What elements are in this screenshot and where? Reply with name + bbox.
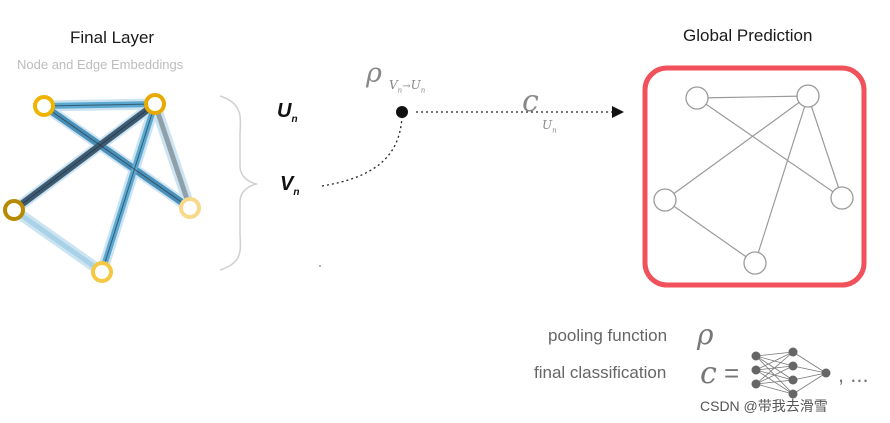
rho-subscript: Vn→Un — [389, 78, 425, 94]
graph-edge — [664, 95, 809, 201]
c-sub-un: n — [552, 126, 557, 135]
edge-line — [101, 103, 156, 273]
rho-sub-vn: n — [397, 86, 403, 95]
embedding-graph — [3, 93, 201, 283]
u-symbol: U — [277, 100, 292, 122]
graph-edge — [807, 95, 843, 199]
pooling-rho-symbol: ρ — [697, 318, 714, 351]
rho-symbol: ρ — [366, 58, 382, 89]
graph-edge — [696, 97, 843, 199]
edge-line — [13, 103, 156, 211]
edge-core — [12, 207, 104, 275]
c-sub-u: U — [542, 118, 553, 132]
graph-node — [743, 251, 767, 275]
node-bottom — [91, 261, 113, 283]
rho-sub-un: n — [420, 86, 426, 95]
u-subscript: n — [291, 114, 298, 125]
global-prediction-title: Global Prediction — [683, 26, 813, 45]
ellipsis-suffix: , ... — [838, 362, 869, 387]
pooling-function-label: pooling function — [548, 326, 668, 345]
u-n-label: Un — [277, 100, 298, 125]
c-subscript: Un — [542, 118, 557, 134]
graph-node — [685, 86, 709, 110]
node-left — [3, 199, 25, 221]
curly-brace — [219, 95, 259, 271]
v-symbol: V — [280, 173, 294, 195]
v-n-label: Vn — [280, 173, 299, 198]
edge-line — [43, 103, 156, 107]
stray-dot — [319, 265, 321, 267]
embeddings-subtitle: Node and Edge Embeddings — [17, 57, 184, 72]
classification-c-symbol: c — [700, 356, 717, 391]
prediction-graph — [664, 95, 843, 264]
aggregation-dot — [396, 106, 408, 118]
arrow-head — [612, 106, 624, 118]
edge-core — [152, 103, 193, 209]
watermark-text: CSDN @带我去滑雪 — [700, 398, 828, 414]
node-right — [179, 197, 201, 219]
final-classification-label: final classification — [534, 363, 667, 382]
graph-node — [653, 188, 677, 212]
node-top-left — [33, 95, 55, 117]
c-symbol: c — [522, 84, 539, 119]
node-top-right — [144, 93, 166, 115]
equals-sign: = — [724, 358, 740, 388]
rho-sub-arrow: → — [402, 81, 411, 92]
rho-sub-v: V — [389, 78, 398, 92]
v-subscript: n — [293, 187, 300, 198]
neural-network-icon — [751, 347, 831, 399]
graph-edge — [664, 199, 756, 264]
edge-line — [43, 105, 191, 209]
graph-edge — [754, 95, 809, 264]
rho-sub-u: U — [410, 78, 421, 92]
graph-node — [796, 84, 820, 108]
graph-node — [830, 186, 854, 210]
graph-edge — [696, 95, 809, 99]
final-layer-title: Final Layer — [70, 28, 155, 47]
pooling-path-dotted — [321, 115, 403, 187]
prediction-frame — [642, 65, 867, 288]
